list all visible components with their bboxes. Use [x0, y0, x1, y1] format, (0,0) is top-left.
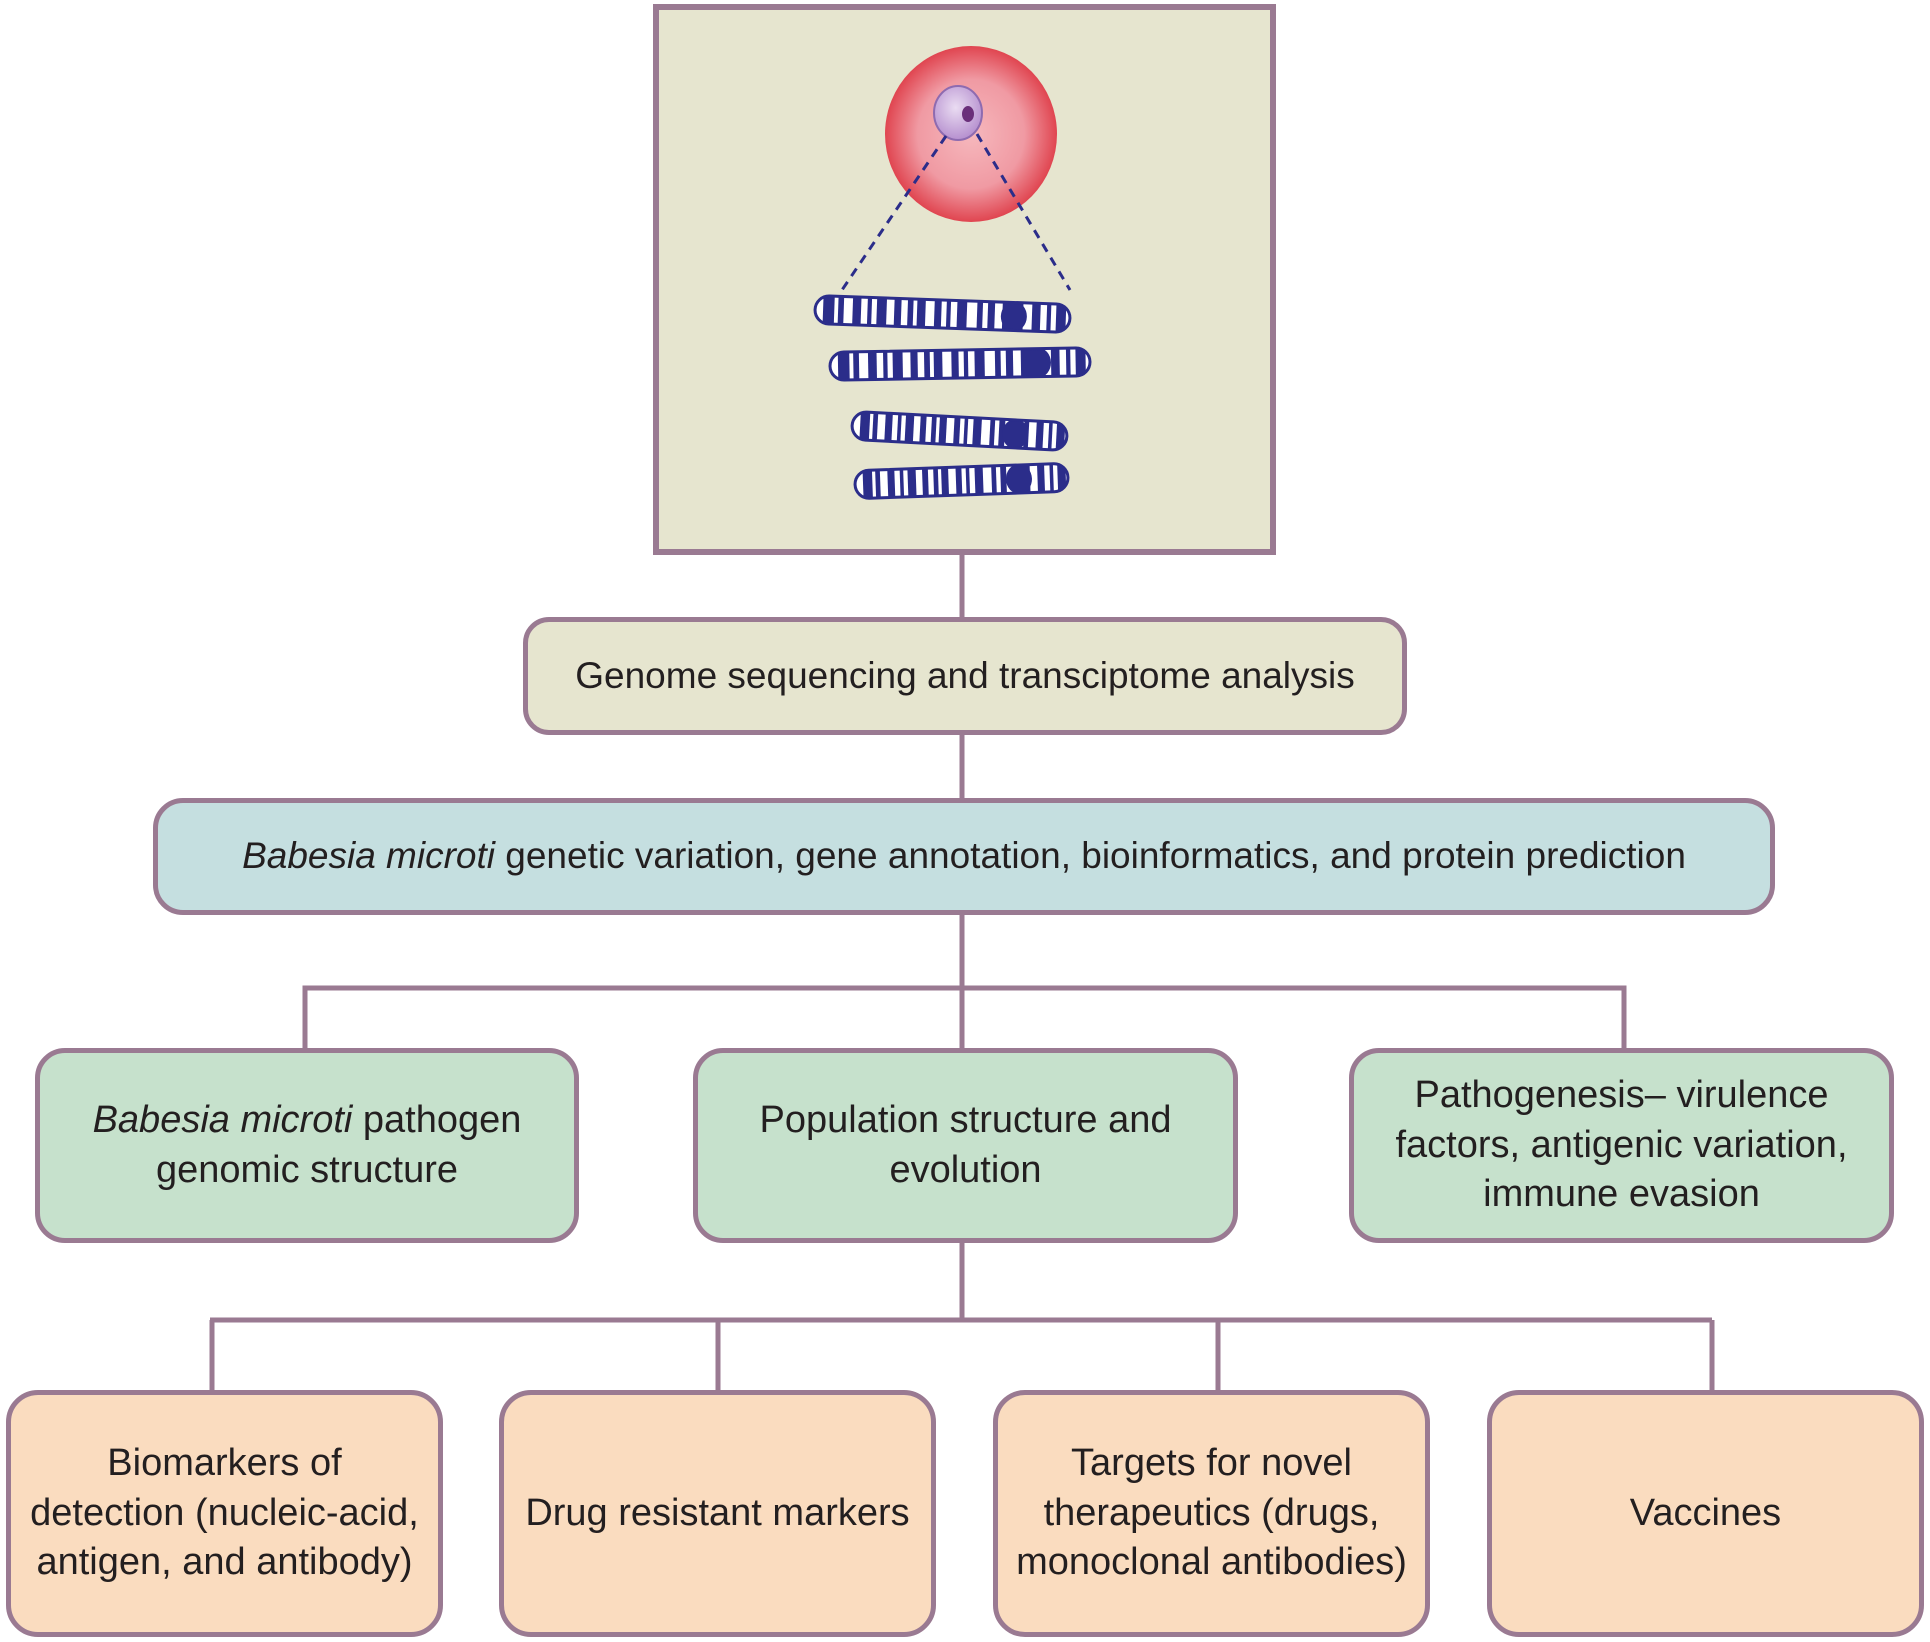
- genome-sequencing-box: Genome sequencing and transciptome analy…: [523, 617, 1407, 735]
- vaccines-box: Vaccines: [1487, 1390, 1924, 1637]
- genetic-variation-text: genetic variation, gene annotation, bioi…: [495, 835, 1686, 877]
- genetic-variation-label: Babesia microti genetic variation, gene …: [242, 832, 1686, 880]
- chromosome-icon: [853, 462, 1070, 500]
- zoom-dashed-lines: [840, 133, 1072, 291]
- genomic-structure-text: pathogen genomic structure: [155, 1099, 522, 1191]
- pathogenesis-label: Pathogenesis– virulence factors, antigen…: [1395, 1074, 1848, 1216]
- species-name: Babesia microti: [92, 1099, 353, 1142]
- population-structure-box: Population structure and evolution: [693, 1048, 1238, 1243]
- genomic-structure-label: Babesia microti pathogen genomic structu…: [67, 1096, 548, 1195]
- biomarkers-box: Biomarkers of detection (nucleic-acid, a…: [6, 1390, 443, 1637]
- chromosome-icon: [813, 294, 1072, 334]
- therapeutic-targets-label: Targets for novel therapeutics (drugs, m…: [1016, 1442, 1407, 1584]
- genetic-variation-box: Babesia microti genetic variation, gene …: [153, 798, 1775, 915]
- pathogenesis-box: Pathogenesis– virulence factors, antigen…: [1349, 1048, 1894, 1243]
- chromosome-icon: [850, 410, 1069, 452]
- vaccines-label: Vaccines: [1629, 1491, 1782, 1534]
- drug-resistant-box: Drug resistant markers: [499, 1390, 936, 1637]
- biomarkers-label: Biomarkers of detection (nucleic-acid, a…: [30, 1442, 419, 1584]
- connector-middle-bracket: [302, 985, 1627, 1048]
- drug-resistant-label: Drug resistant markers: [525, 1491, 910, 1534]
- chromosome-icon: [828, 346, 1092, 382]
- parasite-nucleus-icon: [933, 85, 983, 141]
- genomic-structure-box: Babesia microti pathogen genomic structu…: [35, 1048, 579, 1243]
- therapeutic-targets-box: Targets for novel therapeutics (drugs, m…: [993, 1390, 1430, 1637]
- species-name: Babesia microti: [242, 835, 495, 877]
- genome-sequencing-label: Genome sequencing and transciptome analy…: [575, 654, 1355, 696]
- population-structure-label: Population structure and evolution: [759, 1099, 1172, 1191]
- chromosome-group: [813, 294, 1092, 500]
